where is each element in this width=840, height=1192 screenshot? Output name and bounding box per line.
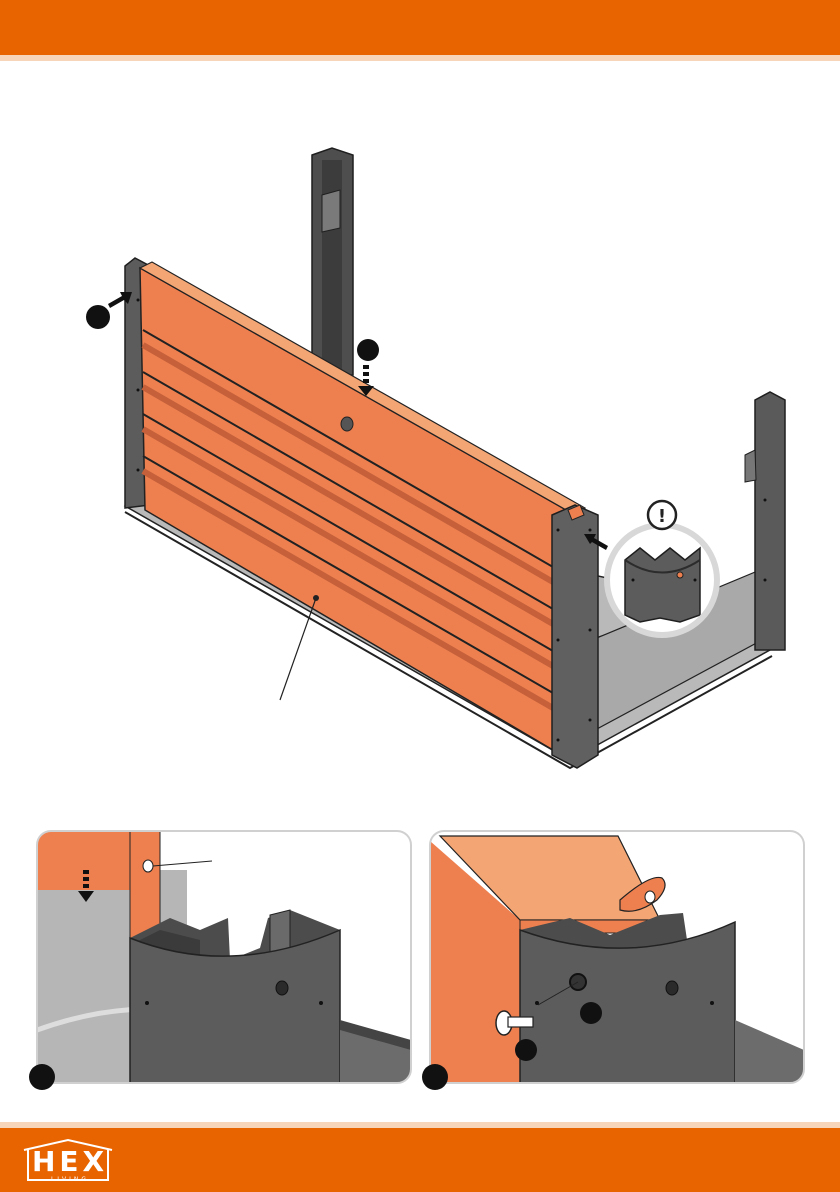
warning-detail: ! [607, 501, 717, 635]
step-badge-bolt [515, 1039, 537, 1061]
front-right-post [552, 505, 598, 768]
logo-wordmark: HEX [32, 1147, 108, 1177]
detail-panel-b [422, 831, 804, 1090]
step-badge-b [422, 1064, 448, 1090]
step-badge-washer [580, 1002, 602, 1024]
logo-tagline: LIVING [48, 1176, 92, 1184]
side-panel [140, 262, 585, 760]
rear-post [312, 148, 353, 375]
detail-panel-a [29, 830, 411, 1090]
step-badge-left [86, 305, 110, 329]
footer-bar [0, 1128, 840, 1192]
brand-logo: HEX LIVING [18, 1138, 118, 1186]
step-badge-top [357, 339, 379, 361]
warning-symbol: ! [658, 506, 666, 527]
step-badge-a [29, 1064, 55, 1090]
